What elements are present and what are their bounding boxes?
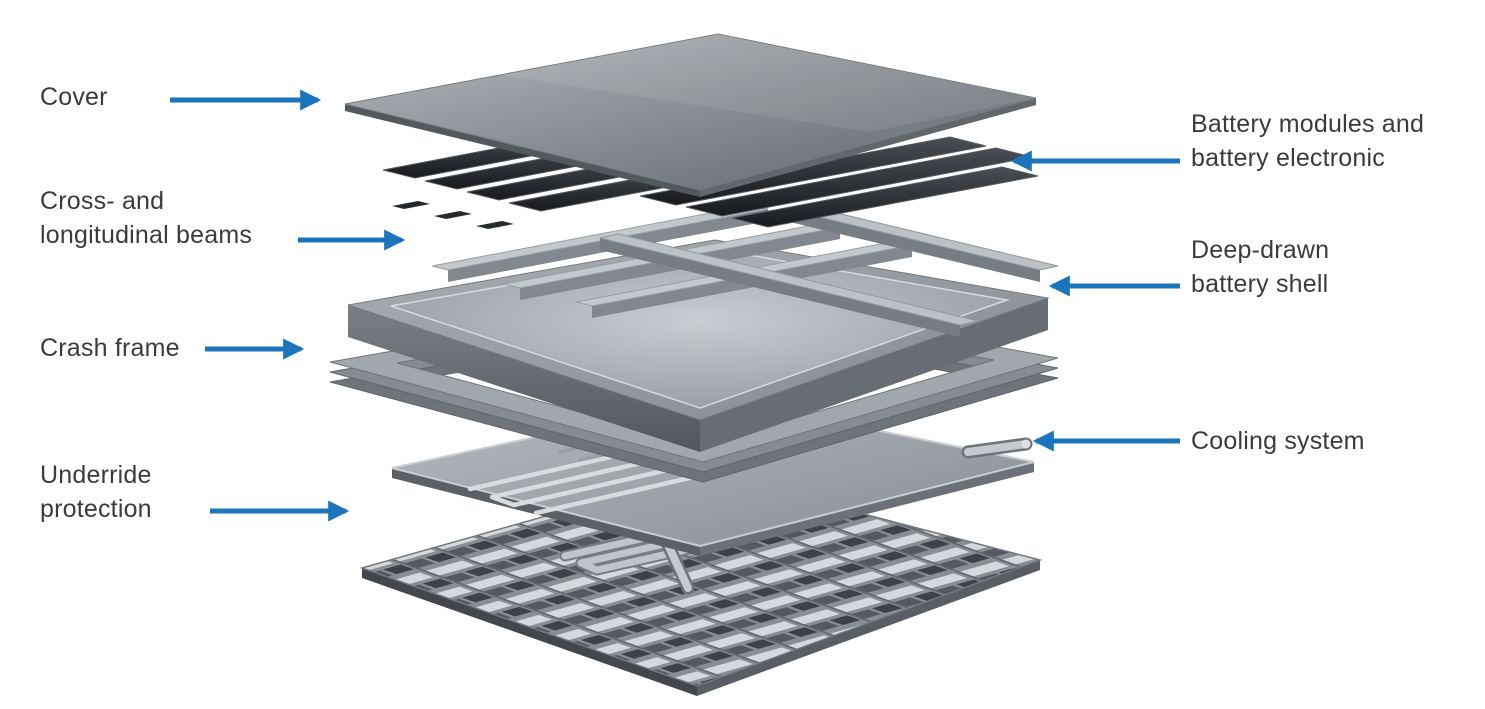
- module-connector-tab: [392, 201, 430, 209]
- label-underride: Underride protection: [40, 458, 152, 526]
- label-cooling-system-text: Cooling system: [1191, 427, 1365, 455]
- callout-arrows: [170, 89, 1180, 522]
- label-underride-line2: protection: [40, 495, 152, 523]
- label-battery-modules-line2: battery electronic: [1191, 144, 1385, 172]
- label-battery-modules: Battery modules and battery electronic: [1191, 107, 1424, 175]
- underride-protection-layer: [359, 471, 1043, 696]
- module-connector-tab: [434, 211, 472, 219]
- beams-layer: [431, 204, 1059, 337]
- label-cover-text: Cover: [40, 83, 108, 111]
- label-underride-line1: Underride: [40, 461, 152, 489]
- module-connector-tab: [476, 221, 514, 229]
- label-crash-frame-text: Crash frame: [40, 334, 180, 362]
- label-beams: Cross- and longitudinal beams: [40, 184, 252, 252]
- label-battery-modules-line1: Battery modules and: [1191, 110, 1425, 138]
- label-beams-line2: longitudinal beams: [40, 221, 253, 249]
- label-cooling-system: Cooling system: [1191, 424, 1365, 458]
- label-crash-frame: Crash frame: [40, 331, 180, 365]
- label-cover: Cover: [40, 80, 108, 114]
- label-battery-shell-line1: Deep-drawn: [1191, 236, 1330, 264]
- label-battery-shell-line2: battery shell: [1191, 270, 1329, 298]
- cover-layer: [344, 33, 1037, 197]
- label-beams-line1: Cross- and: [40, 187, 165, 215]
- label-battery-shell: Deep-drawn battery shell: [1191, 233, 1329, 301]
